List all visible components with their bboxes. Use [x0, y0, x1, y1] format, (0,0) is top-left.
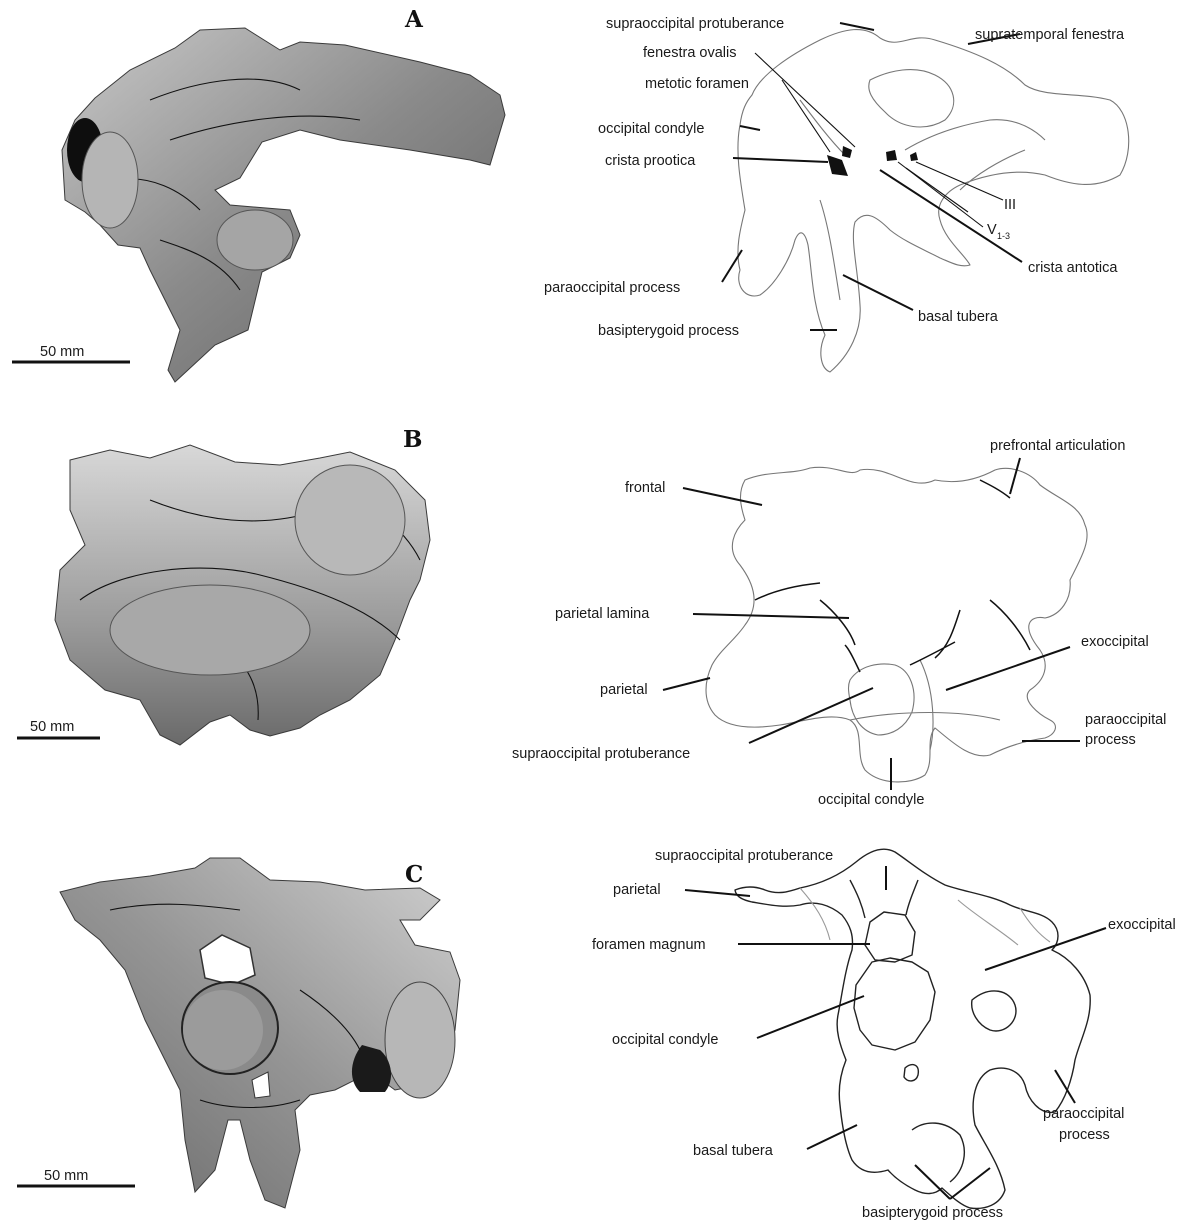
label-b-exoccipital: exoccipital — [1081, 634, 1149, 650]
panel-label-c: C — [405, 861, 423, 888]
label-b-parietal-lamina: parietal lamina — [555, 606, 650, 622]
scale-label-c: 50 mm — [44, 1168, 88, 1184]
label-b-paraoccipital-line1: paraoccipital — [1085, 712, 1166, 728]
panel-c-photo — [60, 858, 460, 1208]
label-a-occipital-condyle: occipital condyle — [598, 121, 704, 137]
panel-label-a: A — [404, 6, 424, 33]
label-a-supratemporal-fenestra: supratemporal fenestra — [975, 27, 1125, 43]
panel-label-b: B — [403, 426, 422, 453]
label-c-paraoccipital-line1: paraoccipital — [1043, 1106, 1124, 1122]
panel-a-photo — [62, 28, 505, 382]
label-a-fenestra-ovalis: fenestra ovalis — [643, 45, 737, 61]
label-a-paraoccipital-process: paraoccipital process — [544, 280, 680, 296]
label-a-crista-antotica: crista antotica — [1028, 260, 1118, 276]
label-b-paraoccipital-line2: process — [1085, 732, 1136, 748]
label-a-basal-tubera: basal tubera — [918, 309, 999, 325]
panel-b-photo — [55, 445, 430, 745]
label-c-basipterygoid-process: basipterygoid process — [862, 1205, 1003, 1221]
label-c-parietal: parietal — [613, 882, 661, 898]
label-a-supraoccipital-protuberance: supraoccipital protuberance — [606, 16, 784, 32]
label-c-exoccipital: exoccipital — [1108, 917, 1176, 933]
label-b-parietal: parietal — [600, 682, 648, 698]
label-b-prefrontal-articulation: prefrontal articulation — [990, 438, 1125, 454]
label-a-nerve-v-subscript: 1-3 — [997, 231, 1010, 241]
label-c-foramen-magnum: foramen magnum — [592, 937, 706, 953]
panel-c-drawing — [735, 849, 1090, 1208]
label-c-basal-tubera: basal tubera — [693, 1143, 774, 1159]
scale-label-a: 50 mm — [40, 344, 84, 360]
label-a-nerve-iii: III — [1004, 197, 1016, 213]
label-b-frontal: frontal — [625, 480, 665, 496]
label-c-occipital-condyle: occipital condyle — [612, 1032, 718, 1048]
panel-b-drawing — [706, 467, 1087, 782]
label-b-occipital-condyle: occipital condyle — [818, 792, 924, 808]
label-a-metotic-foramen: metotic foramen — [645, 76, 749, 92]
label-a-nerve-v: V — [987, 222, 997, 238]
label-c-supraoccipital-protuberance: supraoccipital protuberance — [655, 848, 833, 864]
label-c-paraoccipital-line2: process — [1059, 1127, 1110, 1143]
label-b-supraoccipital-protuberance: supraoccipital protuberance — [512, 746, 690, 762]
panel-b-leaders — [663, 458, 1080, 790]
label-a-basipterygoid-process: basipterygoid process — [598, 323, 739, 339]
label-a-crista-prootica: crista prootica — [605, 153, 696, 169]
scale-label-b: 50 mm — [30, 719, 74, 735]
